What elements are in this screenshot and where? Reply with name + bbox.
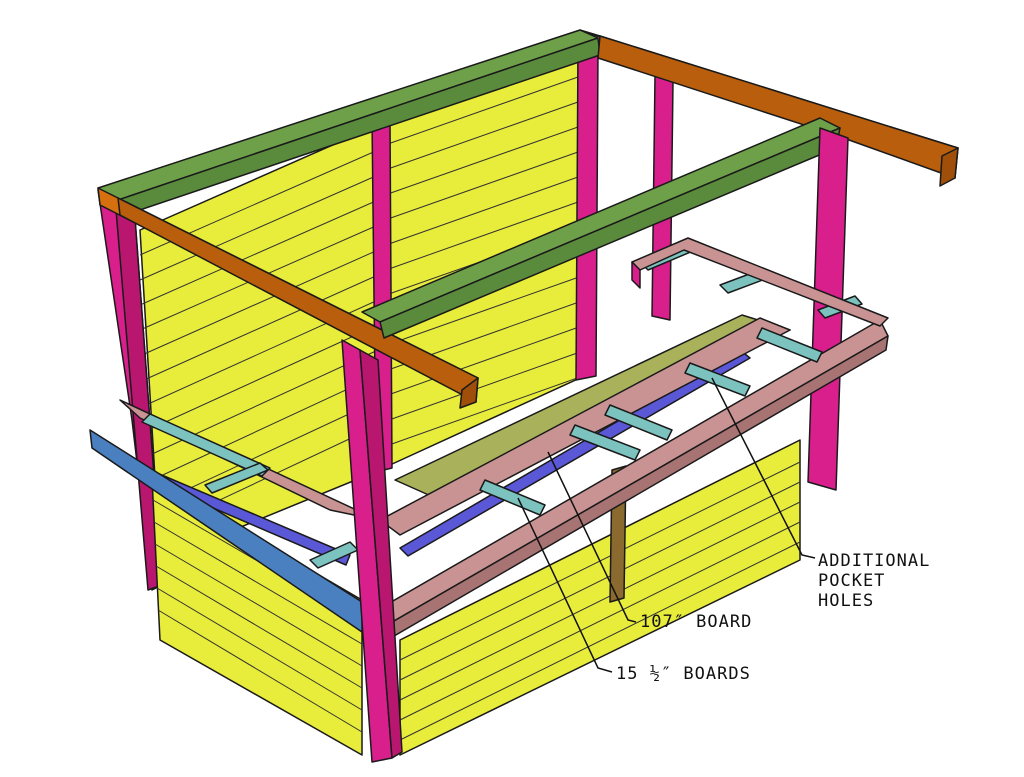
cross-board <box>756 327 823 363</box>
leader-line-15-boards <box>517 497 613 673</box>
annotation-15-boards: 15 ½″ BOARDS <box>616 664 751 684</box>
leader-line-pocket-holes <box>711 377 816 559</box>
cross-board <box>204 462 269 494</box>
leader-line-107-board <box>547 451 637 623</box>
annotation-pocket-holes-line2: POCKET <box>818 571 886 591</box>
annotation-pocket-holes: ADDITIONAL POCKET HOLES <box>818 551 930 611</box>
cross-board <box>604 404 673 441</box>
annotation-pocket-holes-line3: HOLES <box>818 591 875 611</box>
annotation-107-board: 107″ BOARD <box>640 612 753 632</box>
annotation-pocket-holes-line1: ADDITIONAL <box>818 551 931 571</box>
cross-board <box>684 362 751 397</box>
cross-board <box>479 479 546 516</box>
back-post-right <box>575 44 599 381</box>
cross-board <box>569 424 641 461</box>
cross-board <box>141 413 271 477</box>
front-blue-rail <box>89 429 363 633</box>
